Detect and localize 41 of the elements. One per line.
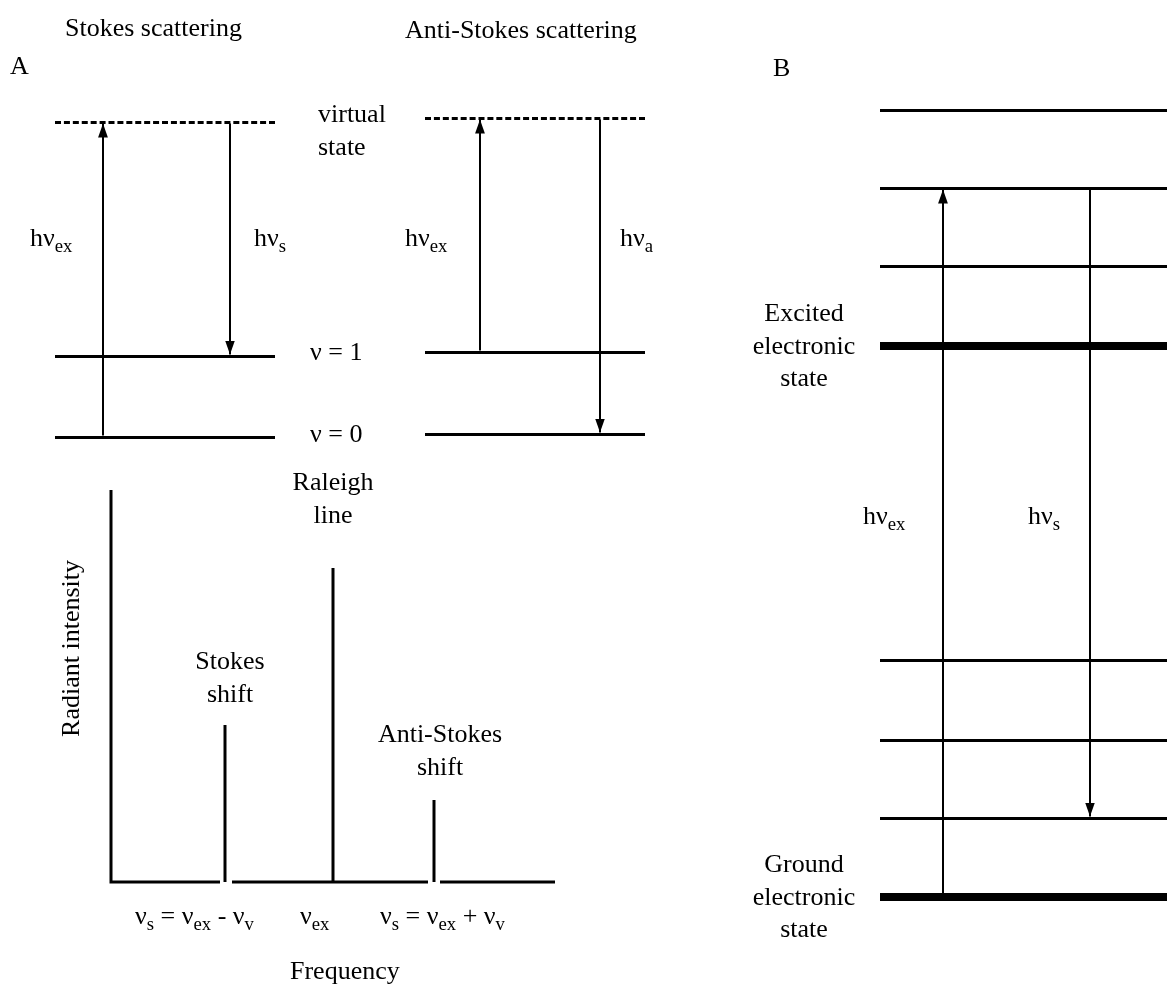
axis-title: Frequency <box>290 955 400 987</box>
virtual-level-line <box>55 120 275 124</box>
level-label: ν = 0 <box>310 418 363 450</box>
peak-label: Raleigh line <box>291 466 375 531</box>
photon-energy-label: hν$_{s}$ <box>254 222 287 255</box>
energy-level-line <box>425 432 645 436</box>
tick-label: ν$_{s}$ = ν$_{ex}$ - ν$_{v}$ <box>135 900 254 933</box>
energy-level-line <box>880 816 1167 820</box>
state-label: Ground electronic state <box>751 848 857 945</box>
panel-title: Stokes scattering <box>65 12 242 44</box>
panel-letter: B <box>773 52 791 84</box>
energy-level-line <box>880 264 1167 268</box>
state-label: Excited electronic state <box>751 297 857 394</box>
tick-label: ν$_{s}$ = ν$_{ex}$ + ν$_{v}$ <box>380 900 505 933</box>
transition-arrow <box>595 118 605 434</box>
level-label: ν = 1 <box>310 336 363 368</box>
photon-energy-label: hν$_{a}$ <box>620 222 654 255</box>
energy-level-line <box>55 435 275 439</box>
photon-energy-label: hν$_{ex}$ <box>863 500 906 533</box>
energy-level-line <box>55 354 275 358</box>
transition-arrow <box>475 118 485 352</box>
peak-label: Stokes shift <box>194 645 266 710</box>
transition-arrow <box>98 122 108 437</box>
transition-arrow <box>225 122 235 356</box>
level-label: virtual state <box>318 98 387 163</box>
transition-arrow <box>1085 188 1095 818</box>
peak-label: Anti-Stokes shift <box>376 718 504 783</box>
panel-letter: A <box>10 50 29 82</box>
energy-level-line <box>880 658 1167 662</box>
energy-level-line <box>880 108 1167 112</box>
photon-energy-label: hν$_{ex}$ <box>30 222 73 255</box>
energy-level-line <box>425 350 645 354</box>
tick-label: ν$_{ex}$ <box>300 900 330 933</box>
photon-energy-label: hν$_{ex}$ <box>405 222 448 255</box>
energy-level-line <box>880 738 1167 742</box>
transition-arrow <box>938 188 948 894</box>
axis-title: Radiant intensity <box>55 560 86 737</box>
virtual-level-line <box>425 116 645 120</box>
panel-title: Anti-Stokes scattering <box>405 14 637 46</box>
photon-energy-label: hν$_{s}$ <box>1028 500 1061 533</box>
energy-level-line <box>880 186 1167 190</box>
